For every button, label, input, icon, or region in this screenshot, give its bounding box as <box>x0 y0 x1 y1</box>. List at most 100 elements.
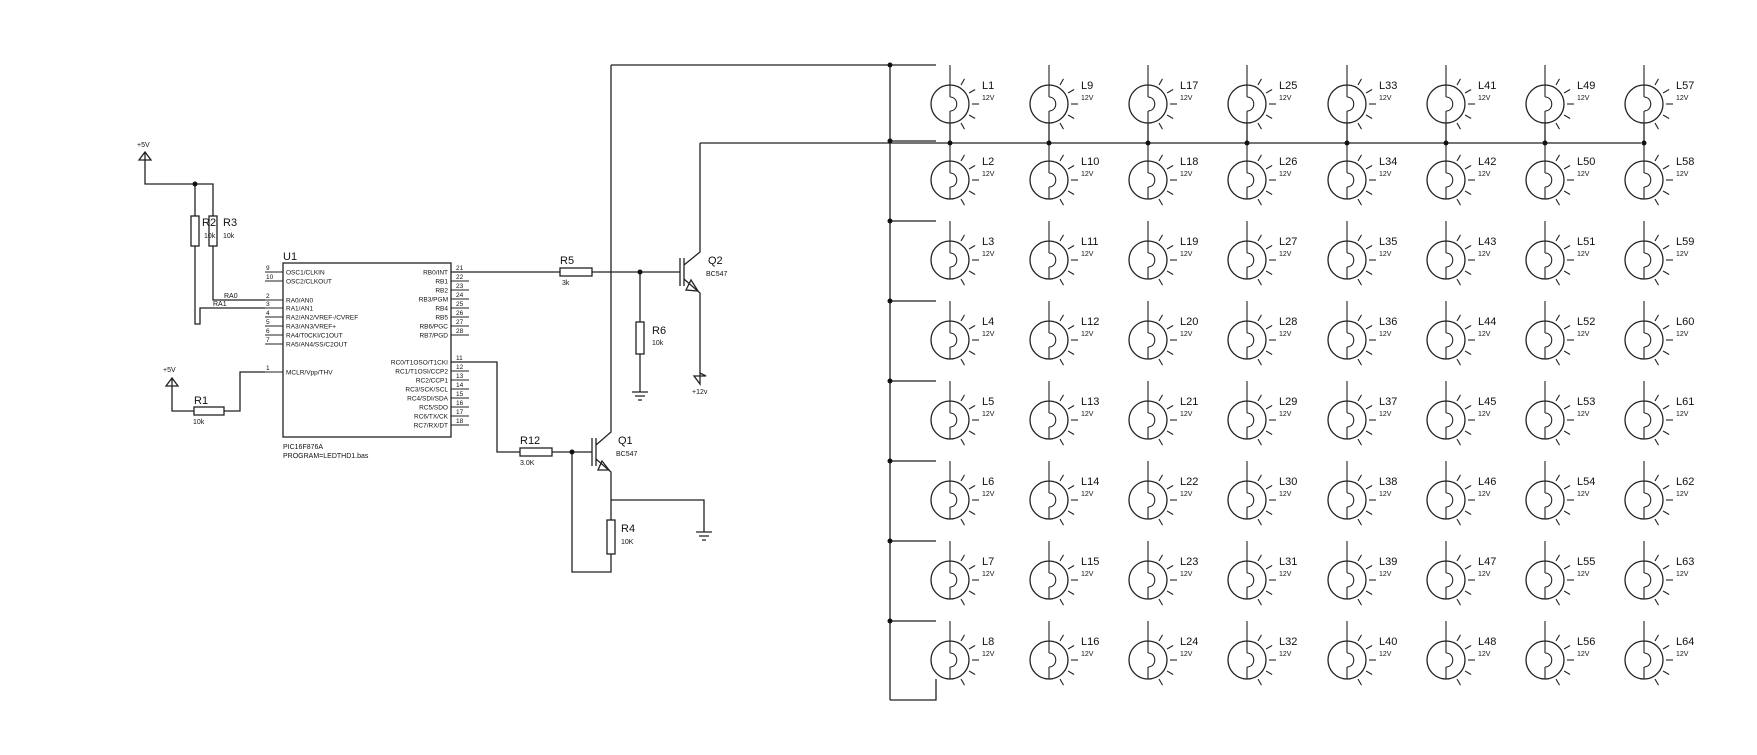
lamp-ray <box>1166 645 1174 650</box>
lamp-ray <box>1662 510 1670 515</box>
lamp-ref: L52 <box>1577 316 1595 328</box>
lamp-ray <box>1265 89 1273 94</box>
lamp-value: 12V <box>1081 571 1094 578</box>
lamp-ray <box>1257 554 1262 562</box>
lamp-ref: L3 <box>982 236 994 248</box>
lamp-filament <box>1246 321 1255 359</box>
lamp-ray <box>1357 394 1362 402</box>
junction <box>1046 140 1052 146</box>
lamp-ray <box>960 154 965 162</box>
lamp-ray <box>960 198 965 206</box>
lamp-filament <box>1048 241 1057 279</box>
lamp-ray <box>1265 190 1273 195</box>
lamp-ref: L55 <box>1577 556 1595 568</box>
lamp-ray <box>1357 122 1362 130</box>
lamp-ray <box>1555 518 1560 526</box>
lamp-ray <box>1059 358 1064 366</box>
mcu-pin-name: OSC2/CLKOUT <box>286 279 332 286</box>
lamp-ray <box>1365 325 1373 330</box>
lamp-filament <box>1643 561 1652 599</box>
lamp-ref: L45 <box>1478 396 1496 408</box>
lamp-ray <box>1059 314 1064 322</box>
mcu-pin-number: 24 <box>456 292 464 299</box>
lamp-ray <box>1654 634 1659 642</box>
lamp-ray <box>1067 190 1075 195</box>
lamp-ray <box>1158 634 1163 642</box>
lamp-ray <box>968 430 976 435</box>
lamp-ray <box>1357 234 1362 242</box>
lamp-ref: L36 <box>1379 316 1397 328</box>
lamp-value: 12V <box>1279 251 1292 258</box>
lamp-ray <box>1662 165 1670 170</box>
lamp-value: 12V <box>1676 411 1689 418</box>
junction <box>887 378 893 384</box>
lamp-ray <box>1662 89 1670 94</box>
lamp-filament <box>1346 85 1355 123</box>
net-ra0: RA0 <box>224 293 238 300</box>
lamp-ref: L8 <box>982 636 994 648</box>
lamp-ray <box>1257 358 1262 366</box>
lamp-ray <box>1464 565 1472 570</box>
wire-r5-q2 <box>592 271 680 392</box>
mcu-pin-number: 16 <box>456 400 464 407</box>
lamp-ray <box>1257 518 1262 526</box>
mcu-pin-number: 18 <box>456 418 464 425</box>
lamp-ray <box>968 245 976 250</box>
lamp-filament <box>1147 321 1156 359</box>
lamp-ray <box>1257 394 1262 402</box>
lamp-ray <box>1563 190 1571 195</box>
lamp-filament <box>1147 85 1156 123</box>
lamp-ref: L50 <box>1577 156 1595 168</box>
lamp-ray <box>1654 78 1659 86</box>
mcu-pin-name: RC4/SDI/SDA <box>407 396 448 403</box>
lamp-ref: L61 <box>1676 396 1694 408</box>
mcu-pin-number: 13 <box>456 373 464 380</box>
lamp-ray <box>1563 405 1571 410</box>
lamp-filament <box>1346 241 1355 279</box>
lamp-ray <box>1158 358 1163 366</box>
lamp-ray <box>968 645 976 650</box>
lamp-ray <box>1555 78 1560 86</box>
lamp-ray <box>1059 598 1064 606</box>
lamp-filament <box>1246 85 1255 123</box>
lamp-filament <box>1147 481 1156 519</box>
lamp-ref: L21 <box>1180 396 1198 408</box>
lamp-ref: L6 <box>982 476 994 488</box>
lamp-filament <box>1643 641 1652 679</box>
lamp-ray <box>1265 590 1273 595</box>
lamp-ray <box>1654 234 1659 242</box>
lamp-filament <box>1246 481 1255 519</box>
resistor-r2: R2 10k <box>190 215 216 247</box>
lamp-filament <box>1147 161 1156 199</box>
mcu-pin-name: RC3/SCK/SCL <box>405 387 448 394</box>
transistor-q1: Q1 BC547 <box>591 65 638 500</box>
lamp-ray <box>1654 154 1659 162</box>
lamp-ray <box>1654 278 1659 286</box>
lamp-ray <box>1265 430 1273 435</box>
lamp-ref: L23 <box>1180 556 1198 568</box>
mcu-pin-name: RB0/INT <box>423 270 448 277</box>
transistor-q2: Q2 BC547 <box>679 143 728 373</box>
lamp-ray <box>1265 565 1273 570</box>
lamp-value: 12V <box>1279 95 1292 102</box>
lamp-ray <box>968 114 976 119</box>
mcu-pin-name: RC2/CCP1 <box>416 378 449 385</box>
lamp-filament <box>1048 321 1057 359</box>
lamp-ref: L19 <box>1180 236 1198 248</box>
lamp-ray <box>1166 430 1174 435</box>
lamp-ray <box>968 165 976 170</box>
